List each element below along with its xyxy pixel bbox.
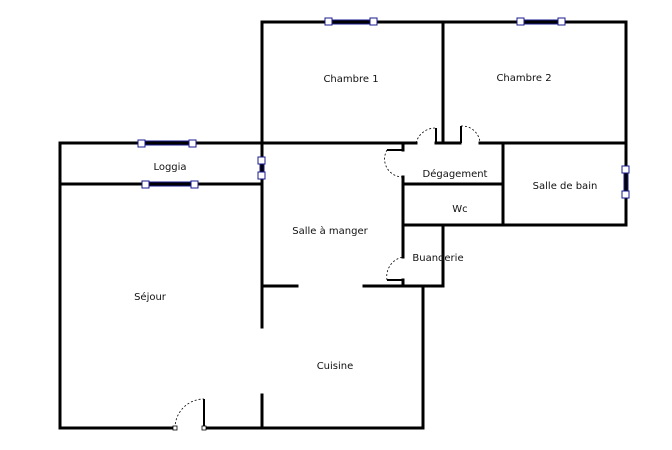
label-buanderie: Buanderie: [412, 253, 463, 264]
label-cuisine: Cuisine: [317, 361, 354, 372]
label-degagement: Dégagement: [423, 168, 488, 180]
label-chambre2: Chambre 2: [496, 73, 551, 84]
label-salle-a-manger: Salle à manger: [292, 225, 368, 237]
label-sejour: Séjour: [134, 291, 167, 303]
window-chambre1: [324, 17, 378, 26]
door-entrance: [172, 398, 207, 431]
door-chambre2: [460, 125, 481, 144]
label-salle-de-bain: Salle de bain: [533, 181, 598, 192]
door-chambre1: [415, 127, 437, 144]
label-wc: Wc: [452, 204, 467, 215]
walls: [58, 20, 628, 430]
window-loggia-top: [137, 139, 197, 148]
door-buanderie: [386, 256, 404, 281]
wall-loggia-top: [58, 141, 264, 430]
doors: [172, 125, 481, 431]
label-chambre1: Chambre 1: [323, 74, 378, 85]
windows: [137, 17, 630, 199]
door-degagement: [384, 149, 404, 178]
window-loggia-sejour: [141, 180, 199, 189]
window-salle-de-bain: [621, 165, 630, 199]
room-labels: Chambre 1 Chambre 2 Loggia Dégagement Sa…: [134, 73, 597, 372]
window-chambre2: [516, 17, 566, 26]
window-loggia-dining: [257, 156, 266, 180]
label-loggia: Loggia: [153, 162, 186, 173]
